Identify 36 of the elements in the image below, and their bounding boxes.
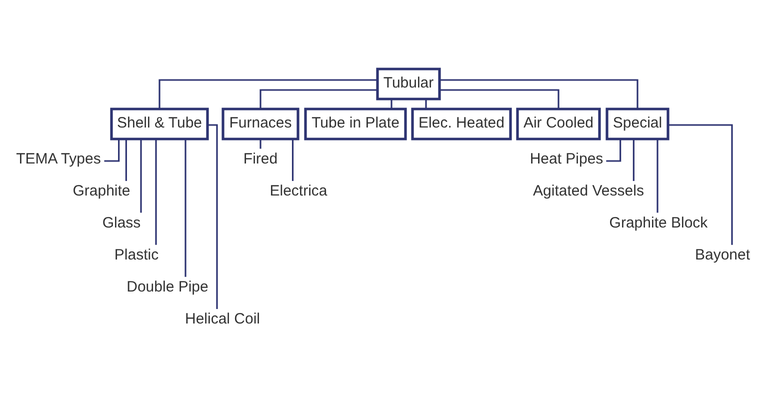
node-box: Tube in Plate [304,108,407,140]
connector [260,89,378,109]
node-text: Helical Coil [184,310,260,328]
connector [184,139,186,277]
connector [140,139,142,213]
connector [155,139,157,245]
connector [440,79,638,109]
connector [260,139,262,149]
connector [668,124,733,245]
node-box: Shell & Tube [110,108,209,140]
connector [440,89,560,109]
node-text: Plastic [114,246,159,264]
node-box: Air Cooled [516,108,601,140]
node-text: Graphite [72,182,130,200]
node-box: Special [606,108,670,140]
node-text: Glass [102,214,141,232]
node-text: Heat Pipes [530,150,604,168]
connector [125,139,127,181]
connector [656,139,658,213]
connector [208,124,218,309]
node-text: Fired [243,150,278,168]
connector [292,139,294,181]
connector [425,99,427,109]
node-text: Electrica [270,182,328,200]
connector [104,139,120,162]
connector [390,99,392,109]
node-text: Graphite Block [609,214,708,232]
node-text: Double Pipe [126,278,208,296]
node-box: Tubular [376,68,441,100]
node-text: Bayonet [694,246,750,264]
node-box: Elec. Heated [411,108,512,140]
node-text: TEMA Types [16,150,101,168]
node-text: Agitated Vessels [533,182,644,200]
connector [158,79,378,109]
node-box: Furnaces [222,108,300,140]
connector [632,139,634,181]
